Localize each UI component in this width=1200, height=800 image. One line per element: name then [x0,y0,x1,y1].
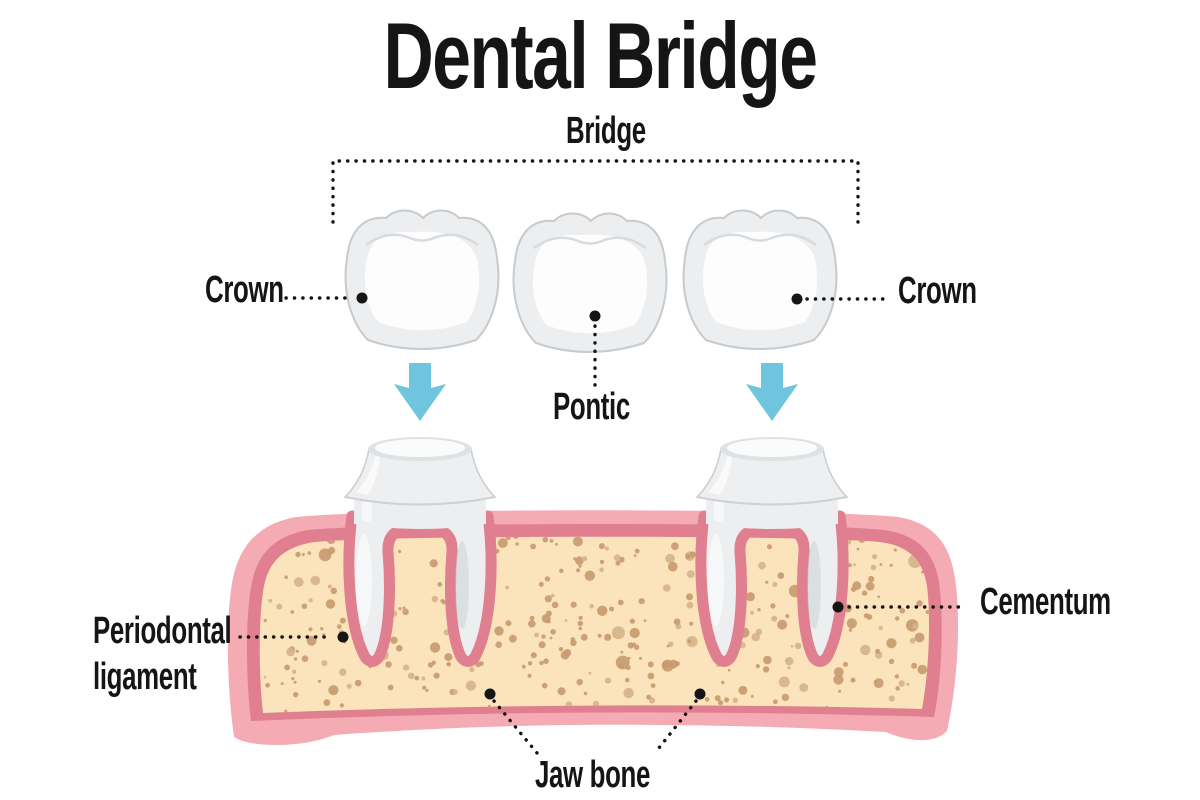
bone-speckles [263,536,930,713]
label-periodontal-line1: Periodontal [93,610,232,652]
leader-jawbone-left [492,699,539,755]
label-bridge: Bridge [566,110,646,152]
pontic-crown-illustration [512,212,668,354]
leader-dot-crown-left [356,292,368,304]
crown-right-illustration [682,209,838,351]
leader-dot-cementum [832,601,844,613]
label-cementum: Cementum [980,581,1111,623]
page-title: Dental Bridge [383,3,818,108]
leader-dot-jawbone-right [694,688,706,700]
label-crown-left: Crown [205,269,284,311]
label-periodontal-line2: ligament [93,656,197,699]
bone-interior [259,536,930,713]
crown-left-illustration [344,209,500,351]
label-pontic: Pontic [553,386,630,428]
leader-dot-periodontal [337,631,349,643]
leader-jawbone-right [653,699,698,755]
leader-dot-crown-right [791,293,803,305]
leader-lines [238,292,968,755]
down-arrow-left-icon [394,363,446,421]
leader-dot-jawbone-left [484,688,496,700]
leader-dot-pontic [589,310,601,322]
label-jaw-bone: Jaw bone [535,754,651,796]
down-arrow-right-icon [746,363,798,421]
label-periodontal-ligament: Periodontal ligament [93,608,232,701]
jaw-bone-illustration [227,510,959,746]
label-crown-right: Crown [898,270,977,312]
